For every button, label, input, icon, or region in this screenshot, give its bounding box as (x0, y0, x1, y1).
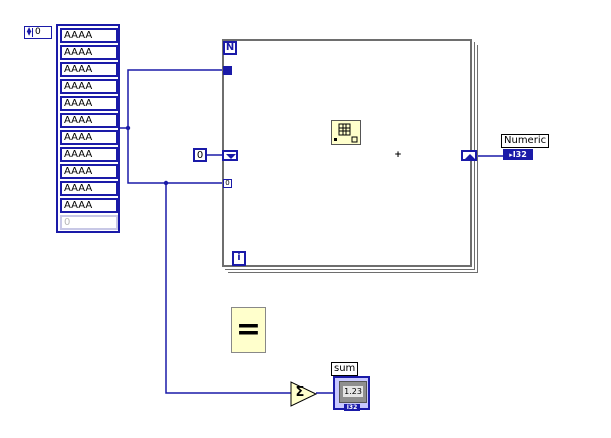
sum-indicator-label: sum (331, 362, 359, 376)
loop-count-terminal[interactable]: N (223, 41, 237, 55)
sum-indicator-display: 1.23 (343, 386, 363, 397)
wire-array-to-tunnel (127, 69, 223, 128)
array-element[interactable]: AAAA (60, 164, 118, 179)
sum-node (290, 381, 318, 407)
wire-array-to-cond (127, 128, 223, 184)
string-array-control[interactable]: AAAA AAAA AAAA AAAA AAAA AAAA AAAA AAAA … (56, 24, 120, 233)
sum-indicator-terminal[interactable]: 1.23 I32 (333, 376, 370, 411)
index-array-icon (334, 123, 358, 143)
array-index-display[interactable]: ▲▼ 0 (24, 26, 52, 39)
array-element[interactable]: AAAA (60, 181, 118, 196)
arrow-icon: ▸ (509, 151, 513, 159)
conditional-tunnel[interactable]: 0 (223, 179, 232, 188)
equals-node[interactable]: = (231, 307, 266, 353)
shift-register-left[interactable] (222, 150, 238, 161)
array-index-value: 0 (35, 27, 41, 37)
loop-iteration-terminal[interactable]: i (232, 251, 246, 266)
numeric-indicator-terminal[interactable]: ▸I32 (503, 149, 533, 160)
index-array-node[interactable] (331, 120, 361, 145)
array-element[interactable]: AAAA (60, 62, 118, 77)
wire-junction-1 (125, 125, 131, 131)
wire-junction-2 (163, 180, 169, 186)
array-element[interactable]: AAAA (60, 45, 118, 60)
array-input-tunnel[interactable] (223, 66, 232, 75)
array-element[interactable]: AAAA (60, 28, 118, 43)
wire-to-sum (165, 183, 291, 394)
shift-register-right[interactable] (461, 150, 477, 161)
array-element[interactable]: AAAA (60, 96, 118, 111)
add-symbol: + (394, 150, 402, 160)
array-element[interactable]: AAAA (60, 79, 118, 94)
array-element[interactable]: AAAA (60, 147, 118, 162)
numeric-indicator-type: I32 (512, 150, 527, 159)
numeric-indicator-label: Numeric (501, 134, 550, 148)
for-loop-structure[interactable] (222, 39, 472, 267)
sum-indicator-type: I32 (344, 404, 360, 411)
sum-indicator-frame: 1.23 (339, 381, 367, 403)
array-element[interactable]: AAAA (60, 130, 118, 145)
index-spinner-icon[interactable]: ▲▼ (26, 26, 33, 37)
chevron-up-icon (465, 154, 475, 159)
sum-symbol: Σ (295, 385, 305, 400)
numeric-constant-zero[interactable]: 0 (193, 148, 207, 162)
chevron-down-icon (226, 154, 236, 159)
array-element-empty[interactable]: 0 (60, 215, 118, 230)
array-element[interactable]: AAAA (60, 198, 118, 213)
array-element[interactable]: AAAA (60, 113, 118, 128)
